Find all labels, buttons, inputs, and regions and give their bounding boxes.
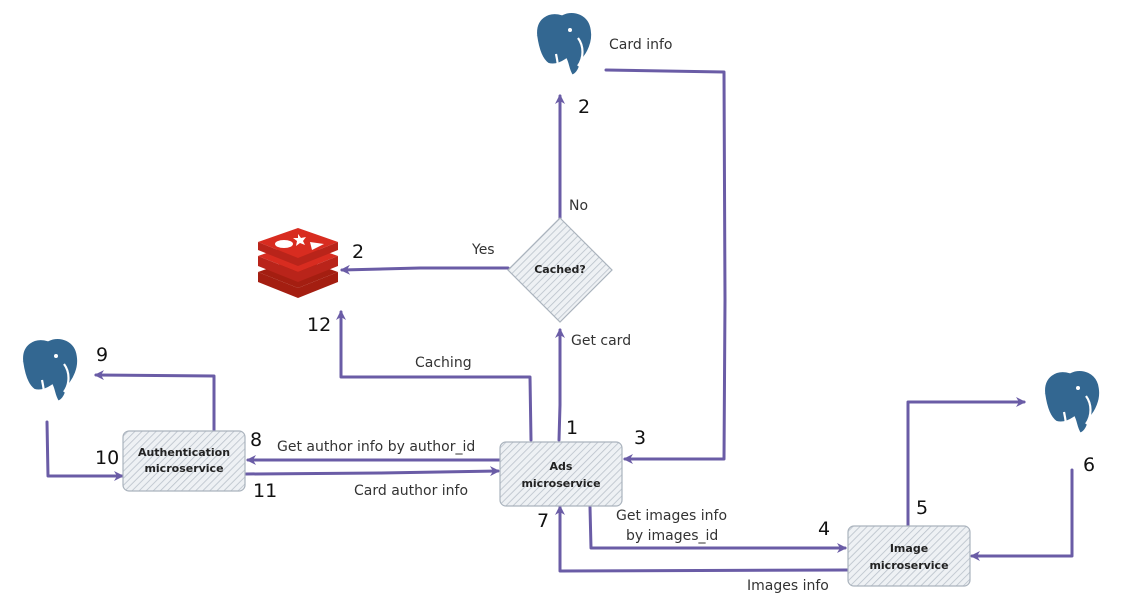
image-microservice-box: Image microservice bbox=[847, 525, 971, 587]
step-number-2-postgres: 2 bbox=[578, 96, 590, 118]
ads-label-line2: microservice bbox=[521, 477, 600, 490]
step-number-3: 3 bbox=[634, 427, 646, 449]
edge-auth-to-db bbox=[94, 370, 216, 432]
label-caching: Caching bbox=[415, 355, 472, 371]
edge-card-author bbox=[244, 466, 500, 477]
step-number-4: 4 bbox=[818, 518, 830, 540]
edge-image-to-db bbox=[906, 397, 1026, 528]
label-images-info: Images info bbox=[747, 578, 829, 594]
step-number-7: 7 bbox=[537, 510, 549, 532]
label-get-author: Get author info by author_id bbox=[277, 439, 475, 455]
postgresql-elephant-icon bbox=[1042, 368, 1102, 438]
edge-card-info bbox=[604, 68, 727, 464]
edge-db-to-auth bbox=[45, 420, 124, 481]
cached-label: Cached? bbox=[534, 263, 586, 276]
edge-get-images bbox=[588, 505, 847, 553]
ads-microservice-box: Ads microservice bbox=[499, 441, 623, 507]
step-number-1: 1 bbox=[566, 417, 578, 439]
step-number-5: 5 bbox=[916, 497, 928, 519]
label-card-info: Card info bbox=[609, 37, 672, 53]
edge-caching bbox=[336, 310, 533, 442]
cached-decision-diamond: Cached? bbox=[507, 217, 613, 323]
label-card-author: Card author info bbox=[354, 483, 468, 499]
ads-label-line1: Ads bbox=[550, 460, 573, 473]
postgresql-elephant-icon bbox=[534, 10, 594, 80]
step-number-10: 10 bbox=[95, 447, 119, 469]
label-get-card: Get card bbox=[571, 333, 631, 349]
step-number-9: 9 bbox=[96, 344, 108, 366]
label-get-images-1: Get images info bbox=[616, 508, 727, 524]
label-get-images-2: by images_id bbox=[626, 528, 718, 544]
edge-get-card bbox=[555, 328, 565, 442]
auth-microservice-box: Authentication microservice bbox=[122, 430, 246, 492]
label-yes: Yes bbox=[471, 242, 495, 258]
step-number-2-redis: 2 bbox=[352, 241, 364, 263]
image-label-line2: microservice bbox=[869, 559, 948, 572]
step-number-8: 8 bbox=[250, 429, 262, 451]
auth-label-line2: microservice bbox=[144, 462, 223, 475]
edge-images-info bbox=[555, 505, 851, 573]
image-label-line1: Image bbox=[890, 542, 928, 555]
step-number-12: 12 bbox=[307, 314, 331, 336]
auth-label-line1: Authentication bbox=[138, 446, 230, 459]
label-no: No bbox=[569, 198, 588, 214]
step-number-11: 11 bbox=[253, 480, 277, 502]
redis-icon bbox=[258, 228, 338, 298]
edge-yes bbox=[340, 264, 510, 275]
postgresql-elephant-icon bbox=[20, 336, 80, 406]
edge-db-to-image bbox=[970, 468, 1074, 561]
step-number-6: 6 bbox=[1083, 454, 1095, 476]
